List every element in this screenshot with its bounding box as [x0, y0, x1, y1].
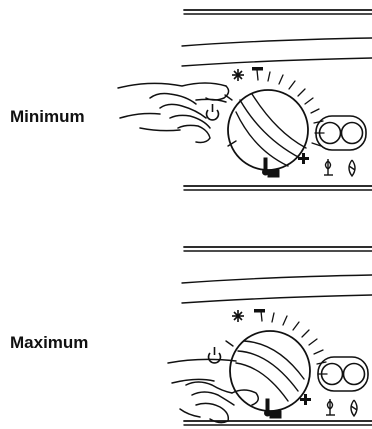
standby-icon: [207, 104, 219, 120]
maximum-setting-illustration: [0, 235, 372, 429]
control-buttons: [317, 356, 369, 392]
hand: [118, 83, 229, 143]
plus-icon: [298, 153, 309, 164]
temperature-dial[interactable]: [228, 90, 308, 170]
minimum-setting-illustration: [0, 0, 372, 200]
minus-icon: [252, 67, 263, 71]
pilot-button[interactable]: [320, 123, 341, 144]
thermostat-bath-icon: [263, 157, 280, 178]
ignition-button[interactable]: [342, 123, 363, 144]
spark-ignition-icon: [349, 160, 355, 176]
snowflake-icon: [232, 69, 244, 81]
panel-edge-line: [182, 295, 372, 303]
control-buttons: [315, 115, 367, 151]
thermostat-bath-icon: [265, 398, 282, 419]
minimum-label: Minimum: [10, 107, 85, 126]
hand: [168, 359, 258, 422]
ignition-button[interactable]: [344, 364, 365, 385]
panel-edge-line: [182, 58, 372, 66]
plus-icon: [300, 394, 311, 405]
minus-icon: [254, 309, 265, 313]
temperature-scale: [257, 70, 324, 146]
snowflake-icon: [232, 310, 244, 322]
panel-edge-line: [182, 275, 372, 283]
temperature-scale: [261, 311, 327, 374]
pilot-button[interactable]: [322, 364, 343, 385]
pilot-flame-icon: [326, 399, 335, 415]
panel-edge-line: [182, 38, 372, 46]
spark-ignition-icon: [351, 400, 357, 416]
standby-icon: [209, 347, 221, 363]
temperature-dial[interactable]: [230, 331, 310, 411]
pilot-flame-icon: [324, 159, 333, 175]
maximum-label: Maximum: [10, 333, 89, 352]
